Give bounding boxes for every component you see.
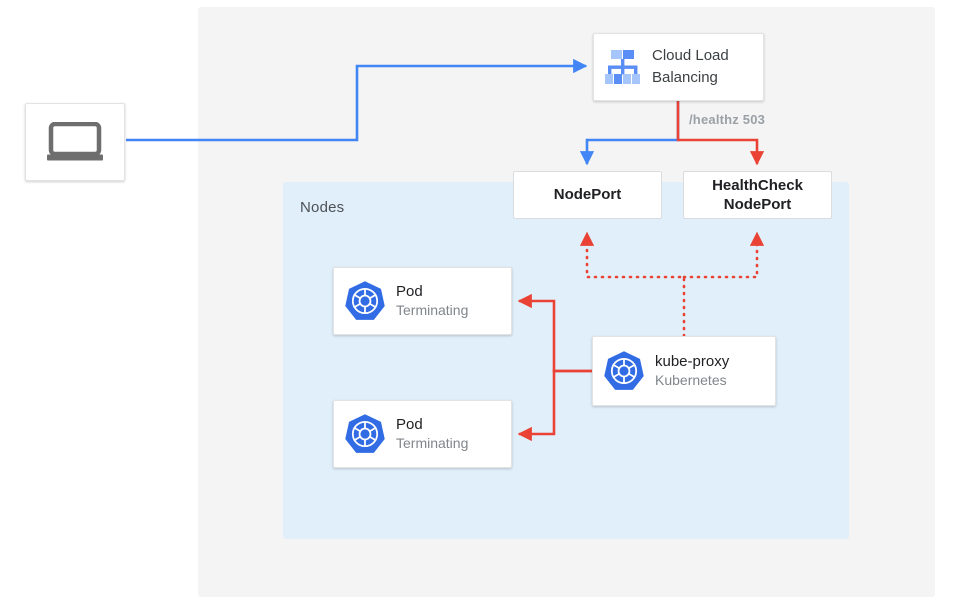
client-node[interactable] bbox=[25, 103, 125, 181]
cloud-load-balancing-label: Cloud Load Balancing bbox=[652, 45, 737, 89]
pod-node-1[interactable]: Pod Terminating bbox=[333, 267, 512, 335]
nodes-region-label: Nodes bbox=[300, 199, 345, 216]
kubernetes-icon bbox=[604, 351, 644, 390]
kube-proxy-node[interactable]: kube-proxy Kubernetes bbox=[592, 336, 776, 406]
kubernetes-icon bbox=[345, 414, 385, 453]
kubernetes-icon-wrap bbox=[334, 413, 396, 455]
healthcheck-nodeport-label: HealthCheck NodePort bbox=[712, 176, 803, 215]
kubernetes-icon-wrap bbox=[593, 350, 655, 392]
kube-proxy-subtitle: Kubernetes bbox=[655, 371, 727, 388]
cloud-load-balancing-icon bbox=[605, 50, 640, 84]
cloud-load-balancing-label-line-2: Balancing bbox=[652, 69, 718, 86]
nodeport-label: NodePort bbox=[553, 186, 622, 204]
pod-node-2[interactable]: Pod Terminating bbox=[333, 400, 512, 468]
nodeport-node[interactable]: NodePort bbox=[513, 171, 662, 219]
healthcheck-nodeport-node[interactable]: HealthCheck NodePort bbox=[683, 171, 832, 219]
kube-proxy-text: kube-proxy Kubernetes bbox=[655, 353, 729, 389]
pod-1-title: Pod bbox=[396, 282, 423, 300]
healthcheck-nodeport-label-line-1: HealthCheck bbox=[712, 176, 803, 194]
cloud-load-balancing-label-line-1: Cloud Load bbox=[652, 47, 729, 65]
pod-1-subtitle: Terminating bbox=[396, 301, 469, 318]
pod-2-title: Pod bbox=[396, 415, 423, 433]
cloud-load-balancing-icon-wrap bbox=[594, 50, 652, 84]
healthcheck-nodeport-label-line-2: NodePort bbox=[723, 196, 792, 213]
kubernetes-icon-wrap bbox=[334, 280, 396, 322]
kubernetes-icon bbox=[345, 281, 385, 320]
kube-proxy-title: kube-proxy bbox=[655, 352, 730, 370]
pod-2-subtitle: Terminating bbox=[396, 434, 469, 451]
healthz-edge-label: /healthz 503 bbox=[689, 112, 766, 127]
pod-2-text: Pod Terminating bbox=[396, 416, 468, 452]
laptop-icon bbox=[47, 122, 103, 161]
pod-1-text: Pod Terminating bbox=[396, 283, 468, 319]
cloud-load-balancing-node[interactable]: Cloud Load Balancing bbox=[593, 33, 764, 101]
